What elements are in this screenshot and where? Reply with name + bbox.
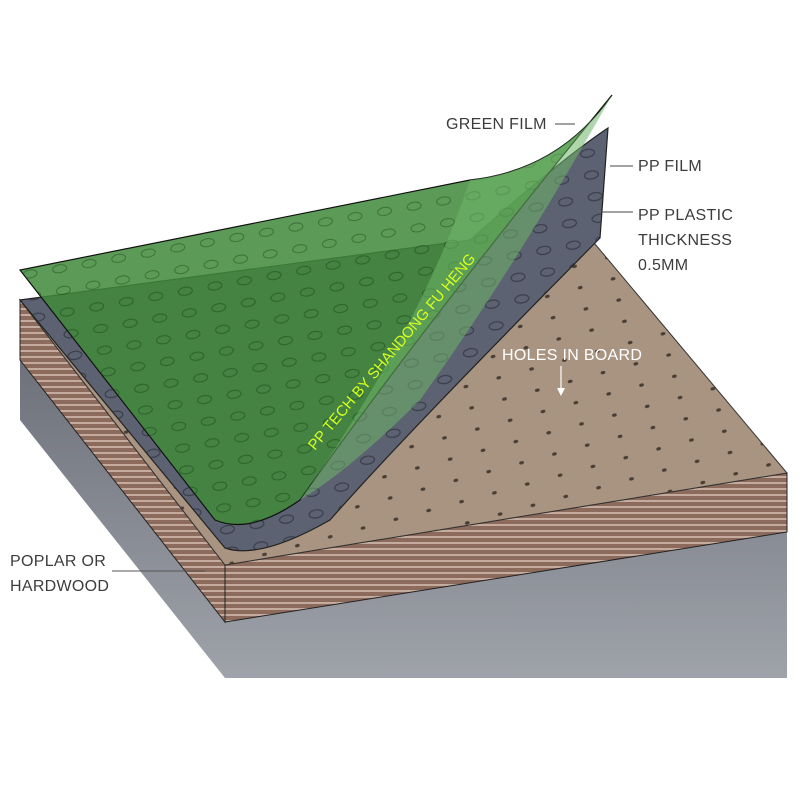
holes-arrow-head	[557, 388, 565, 396]
board-reflection	[20, 360, 787, 678]
green-film-flap	[300, 95, 612, 500]
label-pp-plastic: PP PLASTIC THICKNESS 0.5MM	[638, 203, 733, 278]
label-green-film: GREEN FILM	[446, 116, 547, 133]
label-pp-plastic-line3: 0.5MM	[638, 257, 689, 274]
label-wood-line1: POPLAR OR	[10, 553, 107, 570]
label-pp-plastic-line1: PP PLASTIC	[638, 207, 734, 224]
label-wood: POPLAR OR HARDWOOD	[10, 549, 109, 599]
label-holes-in-board: HOLES IN BOARD	[502, 347, 643, 364]
label-pp-plastic-line2: THICKNESS	[638, 232, 733, 249]
label-pp-film: PP FILM	[638, 158, 703, 175]
label-wood-line2: HARDWOOD	[10, 578, 110, 595]
